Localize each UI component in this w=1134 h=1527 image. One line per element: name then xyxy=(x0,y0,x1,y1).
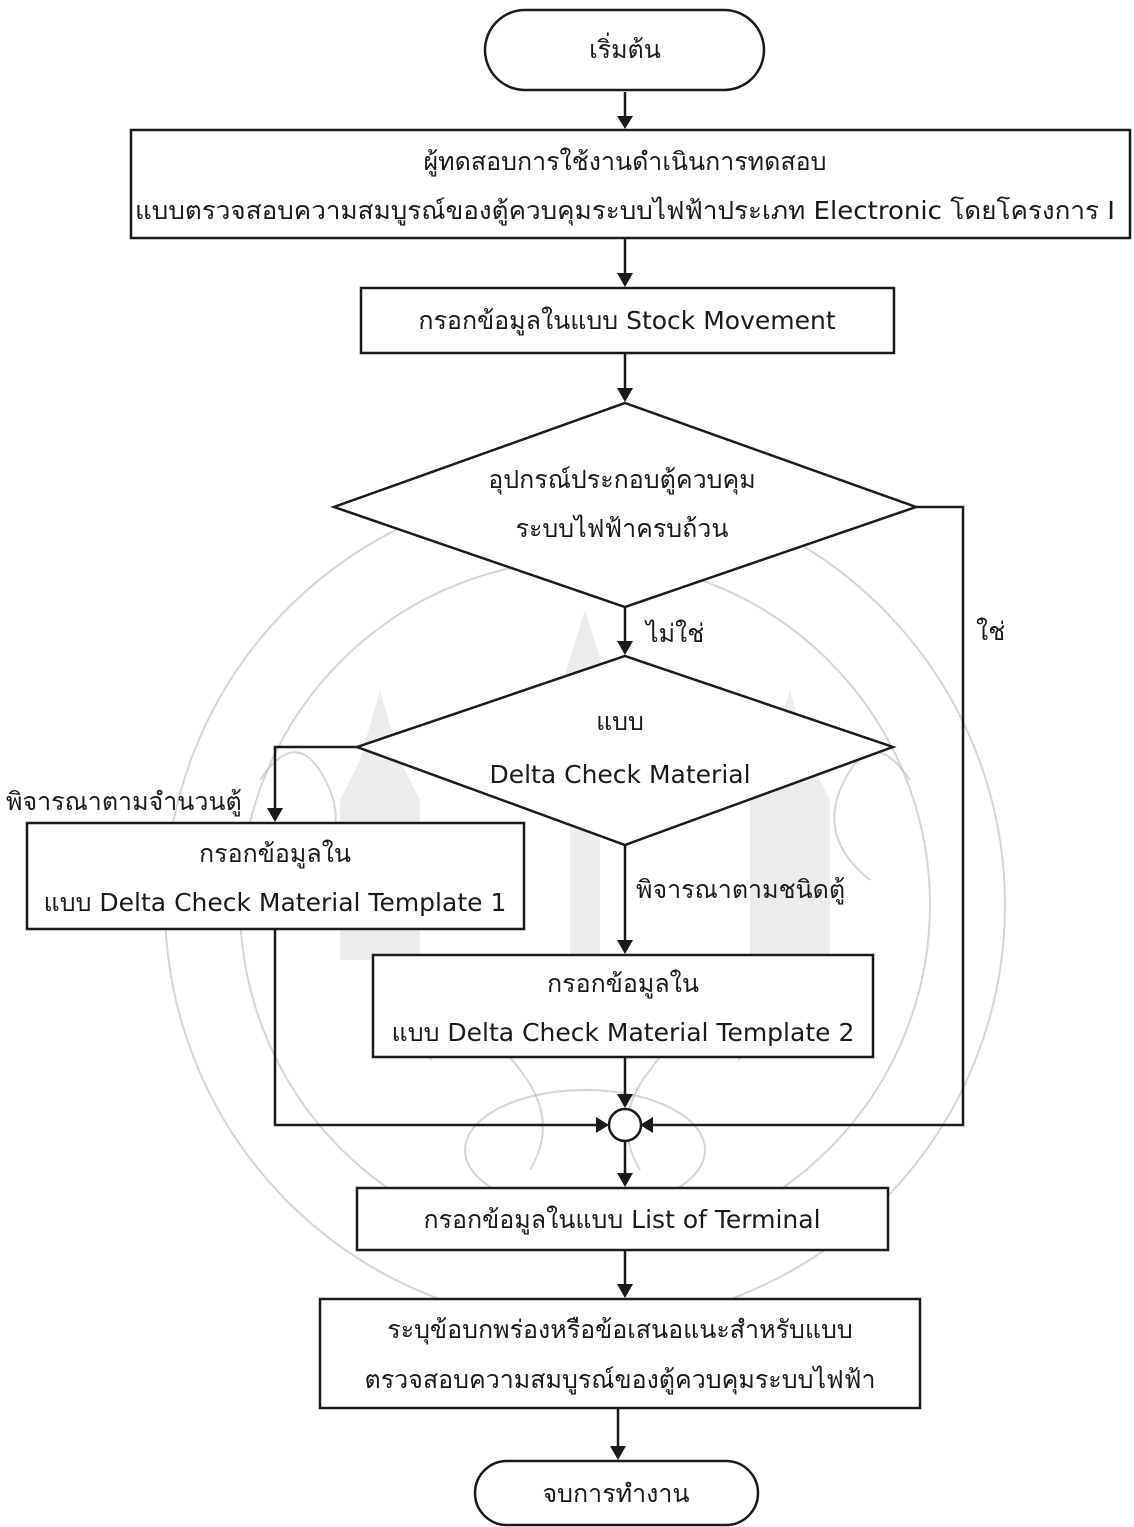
decision-delta-check: แบบ Delta Check Material xyxy=(353,654,897,847)
merge-connector-circle xyxy=(607,1107,643,1143)
template1-line-2: แบบ Delta Check Material Template 1 xyxy=(44,888,507,917)
end-terminator: จบการทำงาน xyxy=(473,1459,760,1527)
arrowhead xyxy=(617,388,633,402)
edge-label-by-quantity: พิจารณาตามจำนวนตู้ xyxy=(6,787,242,817)
edge-label-by-type: พิจารณาตามชนิดตู้ xyxy=(636,875,845,905)
connectors xyxy=(267,92,965,1460)
stock-process-box: กรอกข้อมูลในแบบ Stock Movement xyxy=(359,286,896,355)
start-terminator: เริ่มต้น xyxy=(483,8,766,92)
arrowhead xyxy=(617,116,633,129)
template2-line-1: กรอกข้อมูลใน xyxy=(547,969,699,999)
arrowhead xyxy=(617,1284,633,1298)
tester-line-2: แบบตรวจสอบความสมบูรณ์ของตู้ควบคุมระบบไฟฟ… xyxy=(135,196,1115,226)
decision-delta-line-1: แบบ xyxy=(596,707,644,736)
stock-label: กรอกข้อมูลในแบบ Stock Movement xyxy=(418,306,835,336)
arrowhead xyxy=(596,1117,609,1133)
arrowhead xyxy=(617,273,633,287)
template1-process-box: กรอกข้อมูลใน แบบ Delta Check Material Te… xyxy=(25,821,526,931)
recommend-line-2: ตรวจสอบความสมบูรณ์ของตู้ควบคุมระบบไฟฟ้า xyxy=(365,1365,876,1395)
arrowhead xyxy=(267,808,283,822)
arrowhead xyxy=(617,641,633,655)
connector-template1-to-merge xyxy=(273,929,598,1127)
connector-delta-to-template1 xyxy=(273,745,357,810)
template1-line-1: กรอกข้อมูลใน xyxy=(199,839,351,869)
start-label: เริ่มต้น xyxy=(589,32,661,64)
decision-equipment-complete: อุปกรณ์ประกอบตู้ควบคุม ระบบไฟฟ้าครบถ้วน xyxy=(330,401,920,609)
arrowhead xyxy=(610,1446,626,1460)
connector-decision-yes xyxy=(651,505,965,1127)
recommend-process-box: ระบุข้อบกพร่องหรือข้อเสนอแนะสำหรับแบบ ตร… xyxy=(318,1297,922,1410)
decision-delta-line-2: Delta Check Material xyxy=(489,760,750,789)
template2-process-box: กรอกข้อมูลใน แบบ Delta Check Material Te… xyxy=(371,953,875,1059)
edge-label-no: ไม่ใช่ xyxy=(644,619,704,648)
edge-label-yes: ใช่ xyxy=(976,617,1005,646)
decision-equipment-line-1: อุปกรณ์ประกอบตู้ควบคุม xyxy=(488,465,755,495)
decision-equipment-line-2: ระบบไฟฟ้าครบถ้วน xyxy=(516,514,729,543)
arrowhead xyxy=(617,1094,633,1108)
arrowhead xyxy=(617,1173,633,1187)
arrowhead xyxy=(617,940,633,954)
terminal-label: กรอกข้อมูลในแบบ List of Terminal xyxy=(423,1205,820,1235)
tester-line-1: ผู้ทดสอบการใช้งานดำเนินการทดสอบ xyxy=(423,147,826,177)
recommend-line-1: ระบุข้อบกพร่องหรือข้อเสนอแนะสำหรับแบบ xyxy=(387,1315,852,1345)
end-label: จบการทำงาน xyxy=(543,1479,690,1508)
tester-process-box: ผู้ทดสอบการใช้งานดำเนินการทดสอบ แบบตรวจส… xyxy=(129,128,1132,240)
terminal-process-box: กรอกข้อมูลในแบบ List of Terminal xyxy=(355,1186,890,1252)
template2-line-2: แบบ Delta Check Material Template 2 xyxy=(392,1018,855,1047)
arrowhead xyxy=(640,1117,653,1133)
